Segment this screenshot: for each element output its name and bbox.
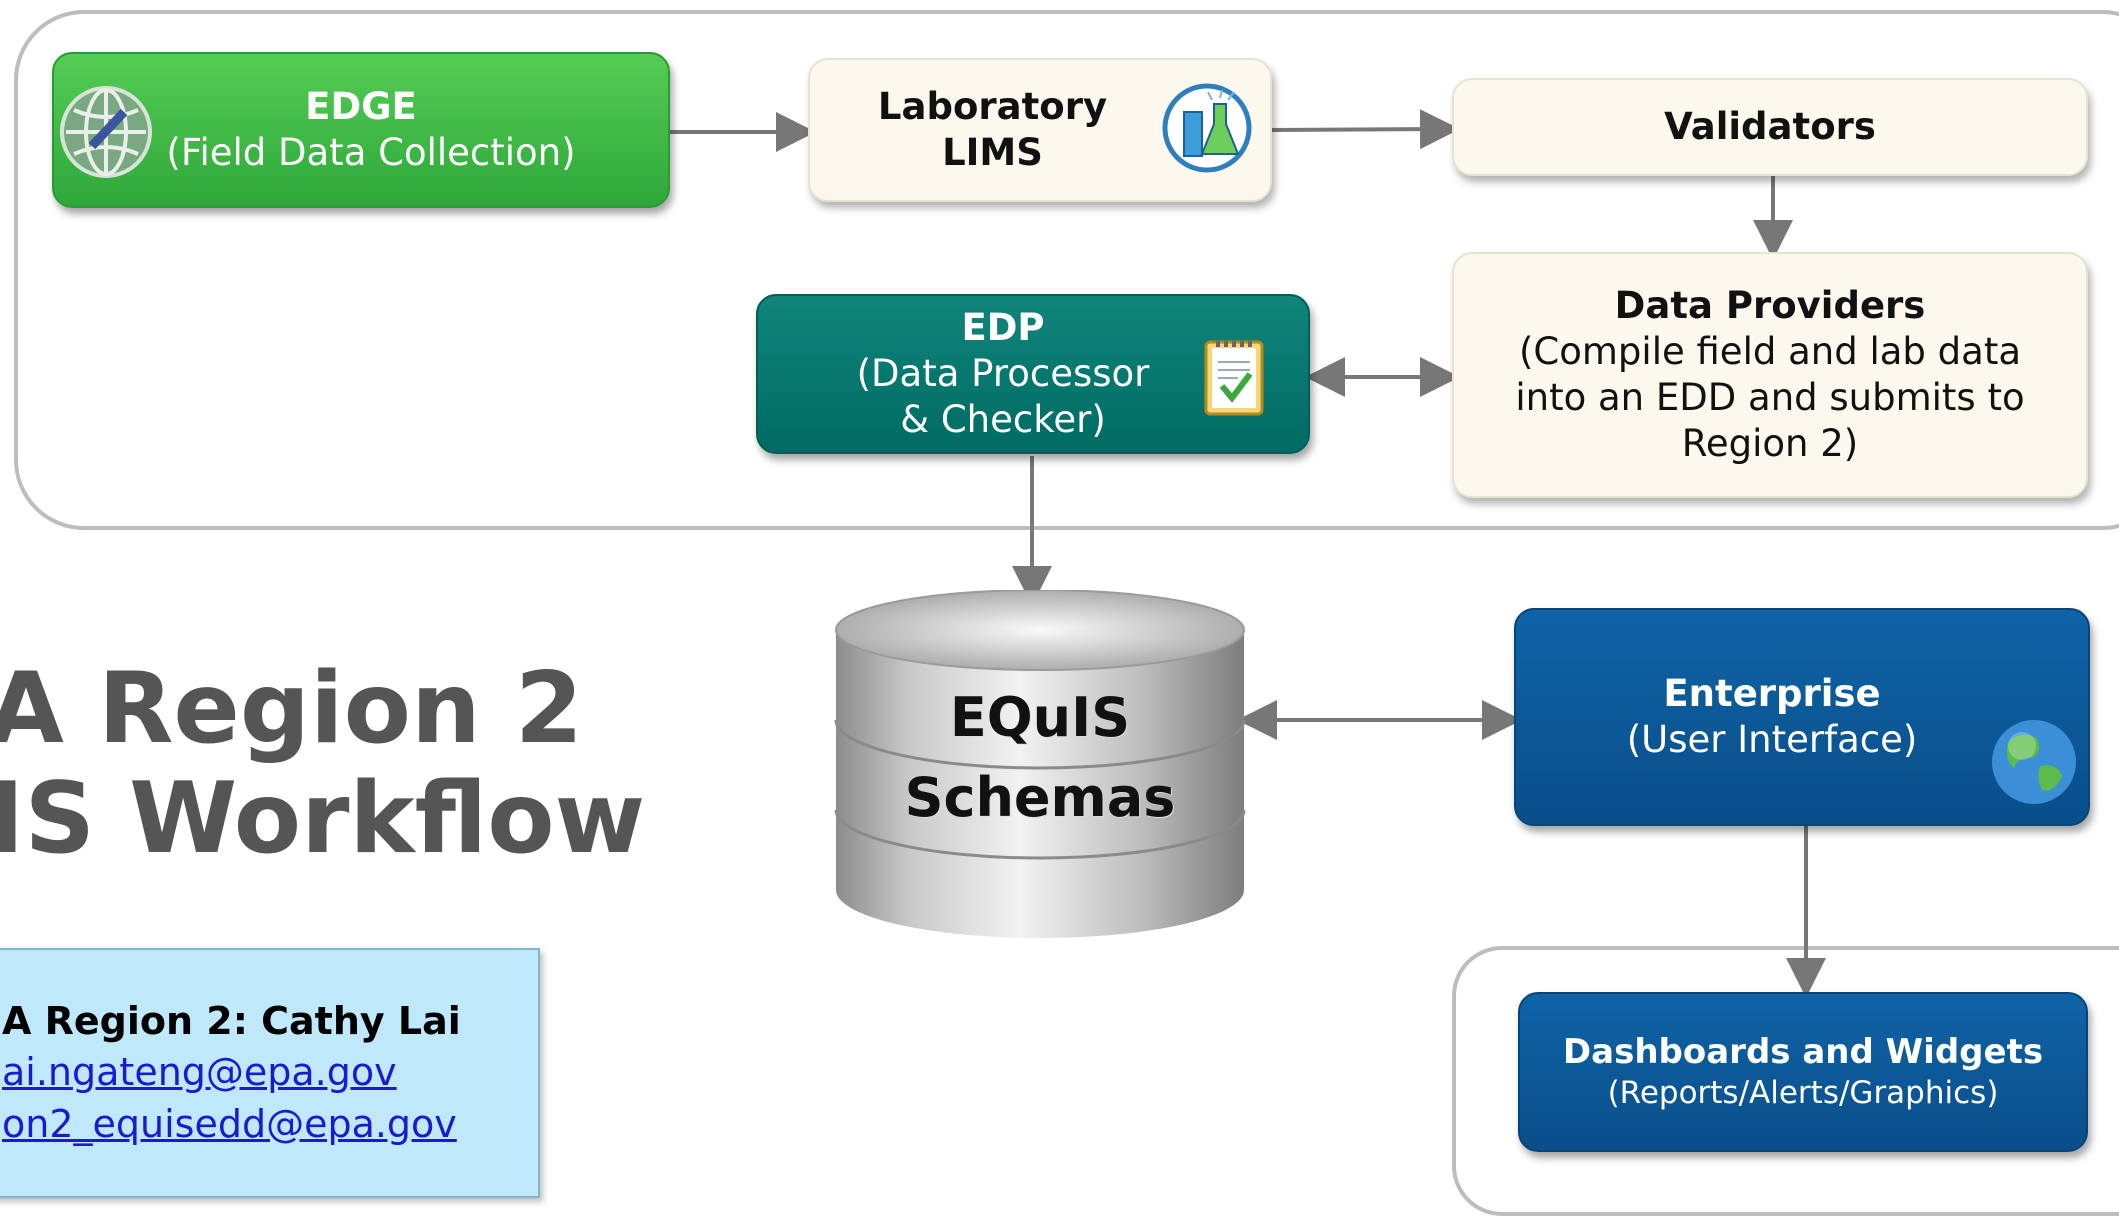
globe-pencil-icon bbox=[60, 86, 152, 178]
data-providers-desc-line2: into an EDD and submits to bbox=[1515, 376, 2025, 419]
lims-title-line1: Laboratory bbox=[877, 84, 1108, 128]
dashboards-title: Dashboards and Widgets bbox=[1562, 1032, 2044, 1073]
page-title-line1: A Region 2 bbox=[0, 652, 584, 766]
edp-title: EDP bbox=[961, 305, 1045, 349]
database-cylinder-icon bbox=[834, 590, 1246, 938]
edp-description-line2: & Checker) bbox=[900, 398, 1106, 442]
dashboards-group-frame bbox=[1452, 946, 2119, 1216]
contact-email-2[interactable]: on2_equisedd@epa.gov bbox=[2, 1101, 457, 1146]
lims-title-line2: LIMS bbox=[942, 131, 1043, 174]
equis-label-line1: EQuIS bbox=[949, 686, 1131, 749]
edge-description: (Field Data Collection) bbox=[166, 131, 576, 174]
contact-box: A Region 2: Cathy Lai ai.ngateng@epa.gov… bbox=[0, 948, 540, 1198]
enterprise-title: Enterprise bbox=[1663, 671, 1881, 715]
enterprise-node: Enterprise (User Interface) bbox=[1514, 608, 2090, 826]
data-providers-title: Data Providers bbox=[1614, 283, 1926, 327]
top-group-frame bbox=[14, 10, 2119, 530]
validators-title: Validators bbox=[1664, 104, 1876, 148]
data-providers-desc-line1: (Compile field and lab data bbox=[1518, 329, 2022, 373]
data-providers-desc-line3: Region 2) bbox=[1681, 422, 1859, 466]
enterprise-description: (User Interface) bbox=[1626, 718, 1918, 761]
lab-flask-icon bbox=[1162, 83, 1252, 173]
contact-email-1[interactable]: ai.ngateng@epa.gov bbox=[2, 1050, 397, 1095]
edp-description-line1: (Data Processor bbox=[856, 351, 1150, 395]
page-title-line2: IS Workflow bbox=[0, 762, 646, 876]
checklist-icon bbox=[1204, 340, 1264, 416]
validators-node: Validators bbox=[1452, 78, 2088, 176]
data-providers-node: Data Providers (Compile field and lab da… bbox=[1452, 252, 2088, 498]
edge-title: EDGE bbox=[305, 84, 417, 128]
edge-node: EDGE (Field Data Collection) bbox=[52, 52, 670, 208]
contact-name: A Region 2: Cathy Lai bbox=[2, 999, 461, 1043]
arrow-lims-to-validators bbox=[1271, 109, 1460, 150]
equis-label-line2: Schemas bbox=[904, 766, 1176, 829]
earth-globe-icon bbox=[1992, 720, 2076, 804]
dashboards-description: (Reports/Alerts/Graphics) bbox=[1607, 1074, 1999, 1111]
dashboards-node: Dashboards and Widgets (Reports/Alerts/G… bbox=[1518, 992, 2088, 1152]
